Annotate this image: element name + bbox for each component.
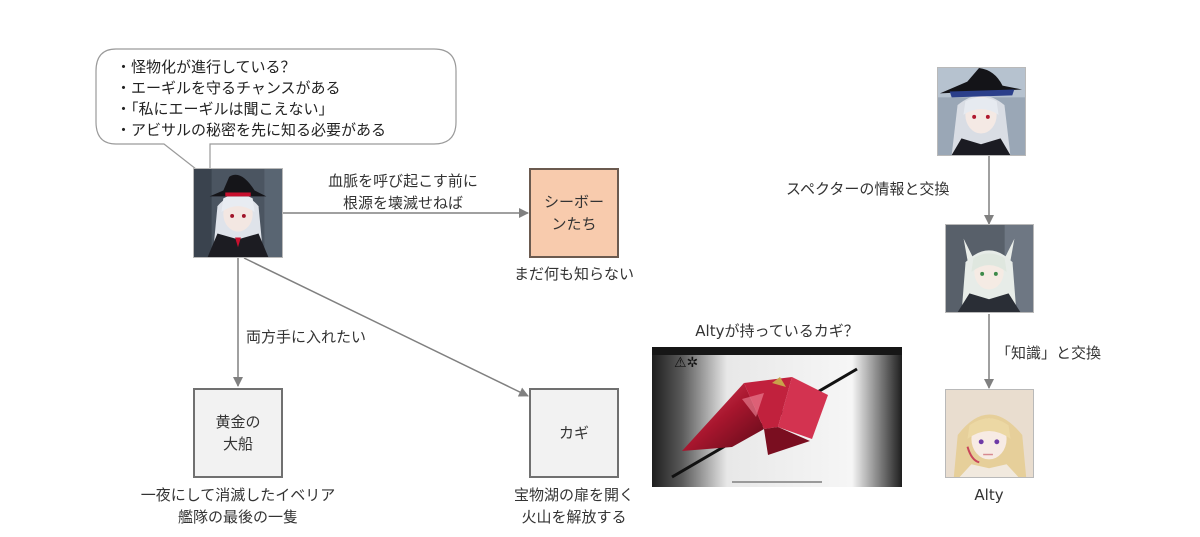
- key-photo-image: ⚠✲: [652, 347, 902, 487]
- bubble-line: ・「私にエーギルは聞こえない」: [116, 100, 334, 118]
- alty-portrait: [945, 389, 1034, 478]
- bubble-line: ・アビサルの秘密を先に知る必要がある: [116, 121, 387, 139]
- caption-line: 一夜にして消滅したイベリア: [140, 486, 336, 504]
- bubble-line: ・エーギルを守るチャンスがある: [116, 79, 341, 97]
- edge-label-line: 根源を壊滅せねば: [342, 194, 463, 212]
- edge-label-to-seaborn: 血脈を呼び起こす前に 根源を壊滅せねば: [292, 170, 514, 214]
- edge-label-specter-to-arturia: スペクターの情報と交換: [786, 180, 950, 198]
- edge-label-arturia-to-alty: 「知識」と交換: [996, 344, 1102, 362]
- photo-title: Altyが持っているカギ？: [695, 322, 859, 340]
- caption-line: 宝物湖の扉を開く: [513, 486, 634, 504]
- character-portrait-image: [946, 390, 1033, 477]
- node-caption-seaborn: まだ何も知らない: [513, 265, 634, 283]
- photo-sign-text: ⚠✲: [674, 355, 698, 371]
- node-key: カギ: [529, 388, 619, 478]
- node-caption-key: 宝物湖の扉を開く 火山を解放する: [474, 484, 674, 528]
- caption-line: 火山を解放する: [521, 508, 627, 526]
- middle-character-portrait: [945, 224, 1034, 313]
- edge-label-to-bottom: 両方手に入れたい: [246, 328, 367, 346]
- node-seaborn: シーボー ンたち: [529, 168, 619, 258]
- main-character-portrait: [193, 168, 283, 258]
- edge-label-line: 血脈を呼び起こす前に: [328, 172, 478, 190]
- node-label-line: シーボー: [543, 193, 604, 211]
- specter-portrait: [937, 67, 1026, 156]
- speech-bubble-text: ・怪物化が進行している？ ・エーギルを守るチャンスがある ・「私にエーギルは聞こ…: [116, 57, 446, 141]
- arrow-to-key: [243, 257, 529, 397]
- alty-name: Alty: [974, 486, 1004, 504]
- character-portrait-image: [938, 68, 1025, 155]
- bubble-line: ・怪物化が進行している？: [116, 58, 296, 76]
- caption-line: 艦隊の最後の一隻: [177, 508, 298, 526]
- character-portrait-image: [946, 225, 1033, 312]
- node-label-line: 大船: [222, 435, 253, 453]
- node-label-line: 黄金の: [215, 413, 261, 431]
- node-label: カギ: [558, 424, 589, 442]
- character-portrait-image: [194, 169, 282, 257]
- node-label-line: ンたち: [551, 215, 597, 233]
- speech-bubble: [95, 48, 457, 182]
- key-photo: ⚠✲: [652, 347, 902, 487]
- node-caption-golden-ship: 一夜にして消滅したイベリア 艦隊の最後の一隻: [108, 484, 368, 528]
- node-golden-ship: 黄金の 大船: [193, 388, 283, 478]
